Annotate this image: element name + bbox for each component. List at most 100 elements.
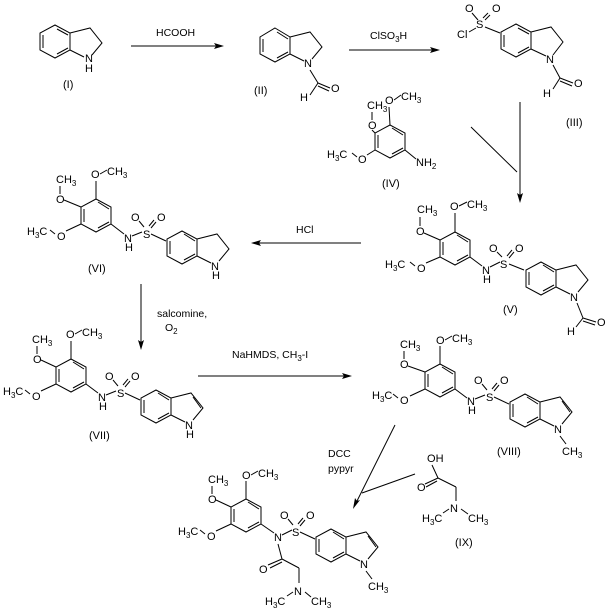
reagent-ClSO3H: ClSO3H [370, 30, 407, 44]
atom-H3C: H3C [385, 259, 405, 273]
atom-H3C: H3C [3, 386, 23, 400]
compound-III: O O S Cl N O H (III) [457, 3, 583, 129]
atom-S: S [143, 229, 150, 241]
reagent-O2: O2 [165, 322, 178, 336]
atom-O: O [368, 120, 377, 132]
label-IV: (IV) [382, 178, 400, 190]
atom-H3C: H3C [327, 149, 347, 163]
arrow-step2: ClSO3H [349, 30, 440, 53]
atom-O: O [157, 212, 166, 224]
atom-O: O [574, 78, 583, 90]
atom-N: N [360, 559, 368, 571]
atom-O: O [131, 371, 140, 383]
label-VIII: (VIII) [497, 446, 521, 458]
atom-H3C: H3C [27, 226, 47, 240]
atom-O: O [242, 470, 251, 482]
atom-H: H [125, 242, 133, 254]
atom-H: H [567, 326, 575, 338]
atom-CH3: CH3 [467, 199, 488, 213]
atom-N: N [570, 292, 578, 304]
atom-O: O [32, 391, 41, 403]
atom-O: O [417, 263, 426, 275]
arrow-step5: salcomine, O2 [138, 284, 207, 350]
atom-O: O [489, 243, 498, 255]
atom-O: O [259, 564, 268, 576]
atom-CH3: CH3 [208, 474, 229, 488]
atom-S: S [500, 259, 507, 271]
atom-CH3: CH3 [562, 446, 583, 460]
compound-I: N H (I) [39, 24, 103, 91]
atom-N: N [546, 54, 554, 66]
atom-O: O [56, 194, 65, 206]
atom-CH3: CH3 [311, 596, 332, 610]
atom-O: O [105, 371, 114, 383]
arrow-step3 [470, 102, 523, 203]
atom-H3C: H3C [372, 390, 392, 404]
atom-S: S [476, 19, 483, 31]
atom-H: H [186, 429, 194, 441]
reagent-DCC: DCC [328, 448, 351, 460]
atom-H: H [85, 63, 93, 75]
atom-O: O [450, 201, 459, 213]
atom-O: O [306, 510, 315, 522]
label-IX: (IX) [455, 537, 473, 549]
atom-N: N [304, 58, 312, 70]
atom-N: N [274, 532, 282, 544]
reagent-salcomine: salcomine, [157, 308, 207, 320]
label-V: (V) [503, 304, 518, 316]
atom-N: N [211, 261, 219, 273]
atom-CH3: CH3 [368, 581, 389, 595]
atom-O: O [385, 95, 394, 107]
atom-OH: OH [427, 453, 444, 465]
atom-O: O [400, 359, 409, 371]
atom-O: O [66, 329, 75, 341]
atom-CH3: CH3 [82, 327, 103, 341]
atom-O: O [597, 317, 606, 329]
atom-N: N [98, 392, 106, 404]
atom-H: H [543, 88, 551, 100]
atom-N: N [185, 420, 193, 432]
atom-O: O [208, 494, 217, 506]
atom-N: N [450, 503, 458, 515]
compound-final: CH3 O O CH3 O H3C N S O O N CH3 [178, 468, 389, 610]
atom-O: O [207, 531, 216, 543]
atom-CH3: CH3 [452, 333, 473, 347]
atom-N: N [467, 396, 475, 408]
label-I: (I) [63, 79, 73, 91]
atom-H: H [212, 270, 220, 282]
atom-O: O [436, 335, 445, 347]
atom-H: H [468, 405, 476, 417]
reagent-pypyr: pypyr [328, 463, 354, 475]
atom-S: S [292, 527, 299, 539]
atom-CH3: CH3 [468, 513, 489, 527]
atom-O: O [416, 226, 425, 238]
compound-VIII: CH3 O O CH3 O H3C N H S O O N CH [372, 333, 583, 460]
reagent-NaHMDS-MeI: NaHMDS, CH3-I [232, 349, 308, 363]
reagent-HCOOH: HCOOH [156, 27, 195, 39]
reagent-HCl: HCl [296, 224, 314, 236]
atom-H3C: H3C [265, 596, 285, 610]
atom-O: O [358, 154, 367, 166]
atom-O: O [492, 3, 501, 15]
arrow-step7: DCC pypyr [328, 424, 416, 509]
atom-O: O [417, 482, 426, 494]
atom-H3C: H3C [178, 526, 198, 540]
arrow-step6: NaHMDS, CH3-I [198, 349, 352, 379]
atom-N: N [294, 586, 302, 598]
atom-O: O [57, 231, 66, 243]
atom-S: S [117, 388, 124, 400]
label-III: (III) [566, 117, 583, 129]
atom-CH3: CH3 [56, 174, 77, 188]
atom-H: H [300, 92, 308, 104]
compound-IV: CH3 O O CH3 O H3C NH2 (IV) [327, 91, 437, 190]
atom-O: O [91, 169, 100, 181]
atom-CH3: CH3 [107, 166, 128, 180]
compound-VI: CH3 O O CH3 O H3C N H S O O N H (VI) [27, 166, 230, 282]
atom-CH3: CH3 [258, 468, 279, 482]
atom-CH3: CH3 [417, 204, 438, 218]
atom-N: N [482, 265, 490, 277]
atom-O: O [400, 395, 409, 407]
atom-N: N [554, 424, 562, 436]
